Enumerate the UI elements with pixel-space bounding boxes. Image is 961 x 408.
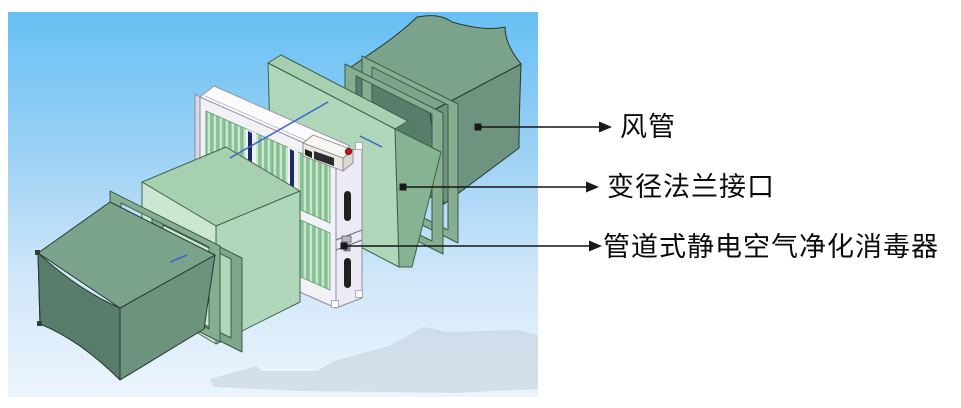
- control-box: [302, 134, 354, 172]
- duct-corner-tab: [37, 321, 42, 326]
- dimension-line-reducer: [359, 135, 383, 148]
- corner-plate: [355, 290, 363, 298]
- air-duct-left-lip-edge: [37, 252, 41, 325]
- air-duct-left: [35, 201, 216, 381]
- duct-corner-tab: [35, 250, 40, 255]
- dimension-lines: [169, 101, 383, 263]
- latch-plate: [341, 235, 352, 243]
- arrow-head-purifier: [589, 240, 602, 252]
- corner-plate: [355, 142, 363, 150]
- label-duct-electrostatic-purifier: 管道式静电空气净化消毒器: [603, 232, 939, 262]
- control-box-display: [314, 151, 334, 166]
- arrow-head-duct: [599, 121, 612, 133]
- dimension-line-duct: [169, 254, 188, 263]
- label-air-duct: 风管: [620, 112, 676, 142]
- purifier-side-panel: [335, 145, 363, 309]
- ground-shadow: [210, 327, 538, 393]
- red-indicator-light: [344, 147, 353, 156]
- control-box-top: [302, 134, 354, 159]
- air-duct-left-bell-face: [37, 252, 121, 381]
- control-box-port: [305, 149, 312, 158]
- dimension-line-long: [229, 101, 329, 159]
- corner-plate: [331, 300, 339, 308]
- arrow-head-flange: [586, 181, 599, 193]
- door-handle-bottom: [344, 258, 351, 288]
- air-duct-left-top-face: [37, 201, 216, 309]
- label-reducing-flange: 变径法兰接口: [607, 172, 775, 202]
- callout-arrows: [340, 121, 612, 252]
- door-handle-top: [344, 191, 351, 221]
